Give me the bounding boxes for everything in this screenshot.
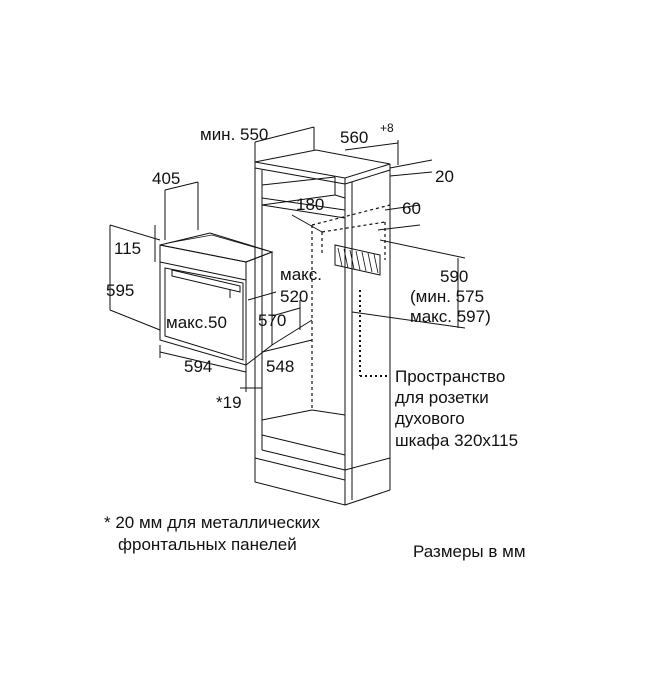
cabinet-plinth (254, 457, 346, 506)
socket-note: Пространство для розетки духового шкафа … (395, 367, 518, 450)
label-max-520-line1: макс. (280, 265, 322, 284)
label-max-50: макс.50 (166, 313, 227, 332)
units-note: Размеры в мм (413, 542, 526, 561)
label-min-550: мин. 550 (200, 125, 268, 144)
oven-door (164, 267, 244, 361)
socket-note-line1: Пространство (395, 367, 505, 386)
footnote-line2: фронтальных панелей (118, 535, 297, 554)
label-max-520-line2: 520 (280, 287, 308, 306)
cabinet-top (254, 149, 391, 179)
label-60: 60 (402, 199, 421, 218)
label-min-575: (мин. 575 (410, 287, 484, 306)
label-590: 590 (440, 267, 468, 286)
label-180: 180 (296, 195, 324, 214)
footnotes: * 20 мм для металлических фронтальных па… (104, 513, 526, 561)
socket-note-line3: духового (395, 409, 465, 428)
label-595: 595 (106, 281, 134, 300)
socket-note-line2: для розетки (395, 388, 489, 407)
oven-handle (171, 269, 241, 293)
label-548: 548 (266, 357, 294, 376)
label-star-19: *19 (216, 393, 242, 412)
oven-front (159, 244, 247, 366)
label-max-597: макс. 597) (410, 307, 491, 326)
label-405: 405 (152, 169, 180, 188)
label-570: 570 (258, 311, 286, 330)
dimension-labels: мин. 550 560 +8 20 405 180 60 115 595 ма… (106, 121, 491, 412)
socket-area (334, 244, 381, 276)
socket-note-line4: шкафа 320x115 (395, 431, 518, 450)
footnote-line1: * 20 мм для металлических (104, 513, 321, 532)
label-560-tolerance: +8 (380, 121, 394, 135)
label-20: 20 (435, 167, 454, 186)
dimension-lines (109, 126, 466, 392)
cabinet (254, 149, 391, 506)
oven (159, 232, 274, 367)
label-594: 594 (184, 357, 212, 376)
label-560: 560 (340, 128, 368, 147)
label-115: 115 (114, 239, 141, 258)
oven-side (245, 251, 273, 367)
